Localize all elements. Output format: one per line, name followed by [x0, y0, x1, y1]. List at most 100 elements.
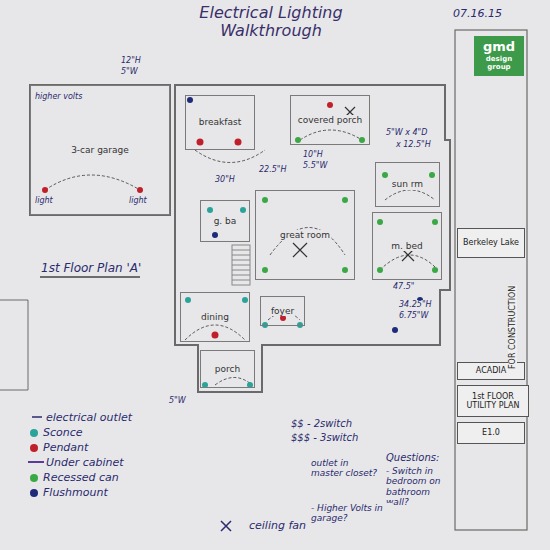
recessed-can-dots: [429, 172, 435, 178]
node-text: 1st FLOOR UTILITY PLAN: [458, 392, 528, 410]
stair: [232, 245, 250, 285]
title-block-box: 1st FLOOR UTILITY PLAN: [457, 385, 529, 417]
legend-text: ceiling fan: [249, 519, 306, 532]
handwritten-note: 22.5"H: [258, 165, 288, 174]
handwritten-note: $$ - 2switch: [290, 418, 353, 430]
recessed-can-dots: [377, 267, 383, 273]
legend-marks: [32, 416, 42, 418]
node-text: dining: [200, 312, 230, 322]
recessed-can-dots: [359, 137, 365, 143]
ceiling-fans: [293, 243, 307, 257]
handwritten-note: - Higher Volts in garage?: [310, 503, 392, 524]
wall-outline: [175, 85, 450, 392]
legend-text: Pendant: [43, 441, 88, 454]
handwritten-note: 10"H: [302, 150, 324, 159]
title-text: Electrical Lighting Walkthrough: [195, 4, 347, 41]
handwritten-note: 07.16.15: [452, 8, 503, 21]
handwritten-note: light: [34, 196, 54, 205]
room-box: breakfast: [185, 95, 255, 150]
room-box: porch: [200, 350, 255, 388]
sconce-dots: [185, 297, 191, 303]
node-text: 3-car garage: [70, 145, 130, 155]
flushmount-dots: [212, 232, 218, 238]
room-box: dining: [180, 292, 250, 342]
legend-text: electrical outlet: [46, 411, 132, 424]
recessed-can-dots: [262, 267, 268, 273]
handwritten-note: light: [128, 196, 148, 205]
wiring: [300, 130, 362, 140]
legend-marks: [28, 417, 231, 531]
recessed-can-dots: [382, 172, 388, 178]
wiring: [195, 150, 265, 163]
node-text: design group: [476, 55, 522, 71]
room-box: sun rm: [375, 162, 440, 207]
node-text: great room: [279, 230, 331, 240]
handwritten-note: higher volts: [34, 92, 83, 101]
sconce-dots: [242, 297, 248, 303]
handwritten-note: 30"H: [214, 175, 236, 184]
garage-lights: [42, 187, 143, 193]
legend-text: Sconce: [43, 426, 83, 439]
plan-title-underline: [40, 276, 140, 278]
room-box: m. bed: [372, 212, 442, 280]
legend-swatch: [30, 429, 38, 437]
recessed-can-dots: [342, 197, 348, 203]
node-text: m. bed: [390, 241, 423, 251]
legend-swatch: [30, 444, 38, 452]
sconce-dots: [207, 207, 213, 213]
stair: [232, 250, 250, 280]
wall-outline: [0, 30, 527, 530]
plan-title-underline: [40, 276, 140, 278]
wiring: [270, 228, 345, 256]
node-text: foyer: [270, 306, 295, 316]
legend-swatch: [30, 474, 38, 482]
title-block-box: Berkeley Lake: [457, 228, 525, 258]
legend-text: Under cabinet: [46, 456, 124, 469]
flushmount-dots: [392, 327, 398, 333]
recessed-can-dots: [342, 267, 348, 273]
room-box: g. ba: [200, 200, 250, 242]
handwritten-note: Questions:: [385, 452, 440, 464]
garage-lights: [42, 187, 48, 193]
title-block-box: E1.0: [457, 422, 525, 444]
handwritten-note: 1st Floor Plan 'A': [40, 262, 142, 276]
legend-swatch: [30, 489, 38, 497]
handwritten-note: FOR CONSTRUCTION: [508, 285, 517, 370]
wiring: [45, 175, 140, 190]
handwritten-note: outlet in master closet?: [310, 458, 380, 479]
node-text: covered porch: [297, 115, 363, 125]
pendant-dots: [235, 139, 242, 146]
node-text: ACADIA: [475, 366, 507, 375]
legend-row: Under cabinet: [30, 456, 124, 469]
wiring: [385, 190, 435, 200]
recessed-can-dots: [262, 137, 438, 273]
wiring: [185, 325, 245, 340]
recessed-can-dots: [432, 219, 438, 225]
handwritten-note: 5"W x 4"D: [385, 128, 428, 137]
handwritten-note: 5"W: [168, 396, 187, 405]
garage-lights: [137, 187, 143, 193]
sconce-dots: [262, 322, 268, 328]
legend-row: Sconce: [30, 426, 83, 439]
pendant-dots: [197, 102, 334, 339]
handwritten-note: 6.75"W: [398, 311, 429, 320]
handwritten-note: x 12.5"H: [395, 140, 432, 149]
logo-box: gmddesign group: [474, 36, 524, 76]
recessed-can-dots: [262, 197, 268, 203]
legend-row: Recessed can: [30, 471, 119, 484]
node-text: sun rm: [391, 179, 424, 189]
handwritten-note: 12"H: [120, 56, 142, 65]
pendant-dots: [212, 332, 219, 339]
recessed-can-dots: [377, 219, 383, 225]
legend-text: Flushmount: [43, 486, 108, 499]
legend-marks: [221, 521, 231, 531]
recessed-can-dots: [295, 137, 301, 143]
handwritten-note: 5.5"W: [302, 161, 328, 170]
recessed-can-dots: [432, 267, 438, 273]
wiring: [215, 378, 252, 386]
flushmount-dots: [187, 97, 193, 103]
handwritten-note: 47.5": [392, 282, 416, 291]
handwritten-note: - Switch in bedroom on bathroom wall?: [385, 466, 453, 507]
pendant-dots: [197, 139, 204, 146]
